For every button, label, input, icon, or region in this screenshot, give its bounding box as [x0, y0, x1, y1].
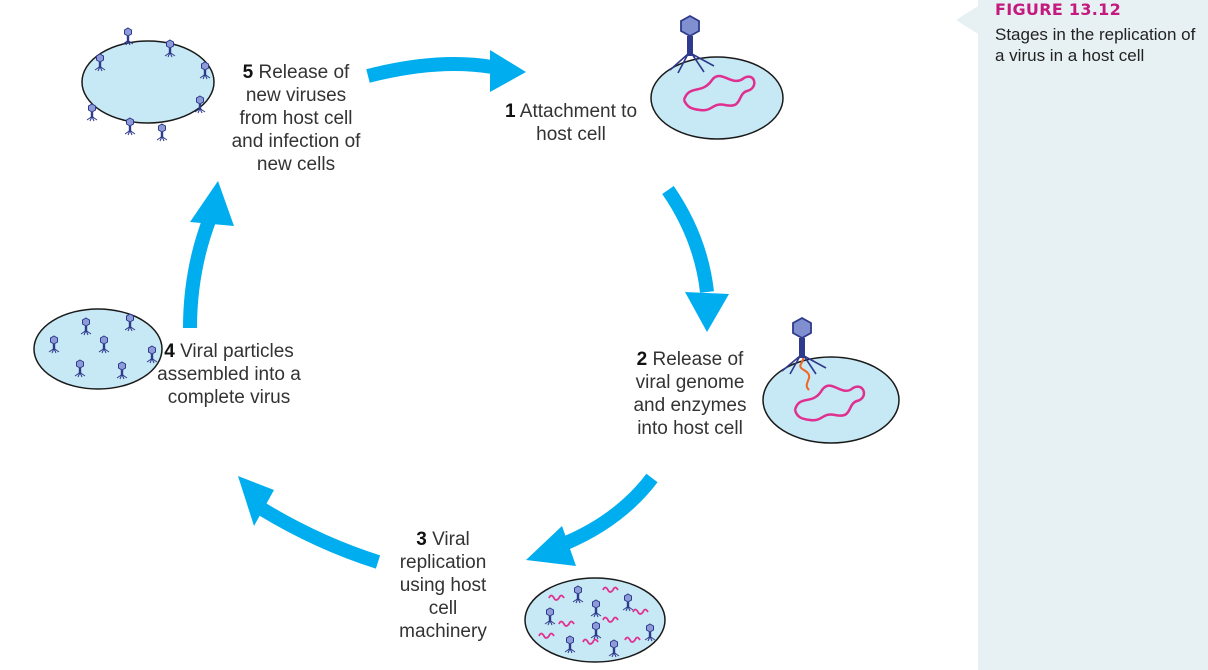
figure-label: FIGURE 13.12: [995, 0, 1122, 19]
sidebar-pointer: [956, 6, 978, 34]
stage-2-text: Release of viral genome and enzymes into…: [633, 349, 747, 439]
stage-3-text: Viral replication using host cell machin…: [399, 529, 487, 642]
injecting-virus: [781, 316, 827, 375]
cycle-arrow-5-to-1: [366, 50, 526, 92]
virus-replication-cycle-diagram: [33, 14, 900, 663]
stage-5-text: Release of new viruses from host cell an…: [231, 62, 361, 175]
figure-caption: Stages in the replication of a virus in …: [995, 25, 1196, 65]
figure-sidebar: [978, 0, 1208, 670]
stage-4-text: Viral particles assembled into a complet…: [157, 341, 301, 408]
stage-4-number: 4: [164, 341, 175, 362]
stage-5-number: 5: [242, 62, 254, 83]
attaching-virus: [669, 14, 715, 74]
stage-5-label: 5 Release of new viruses from host cell …: [226, 61, 366, 176]
stage-1-text: Attachment to host cell: [519, 101, 638, 145]
stage-3-number: 3: [416, 529, 427, 550]
cycle-arrow-2-to-3: [526, 473, 658, 566]
stage-4-label: 4 Viral particles assembled into a compl…: [154, 340, 304, 409]
stage-1-label: 1 Attachment to host cell: [500, 100, 642, 146]
stage-2-cell: [762, 316, 900, 444]
cycle-arrow-1-to-2: [662, 186, 729, 332]
stage-2-number: 2: [636, 349, 648, 370]
stage-1-number: 1: [504, 101, 516, 122]
stage-3-cell: [524, 577, 666, 663]
stage-2-label: 2 Release of viral genome and enzymes in…: [620, 348, 760, 440]
cycle-arrow-3-to-4: [238, 476, 381, 569]
stage-4-cell: [33, 308, 163, 390]
stage-3-label: 3 Viral replication using host cell mach…: [388, 528, 498, 643]
stage-5-cell: [81, 27, 215, 142]
stage-1-cell: [650, 14, 784, 140]
cycle-arrow-4-to-5: [183, 181, 234, 329]
